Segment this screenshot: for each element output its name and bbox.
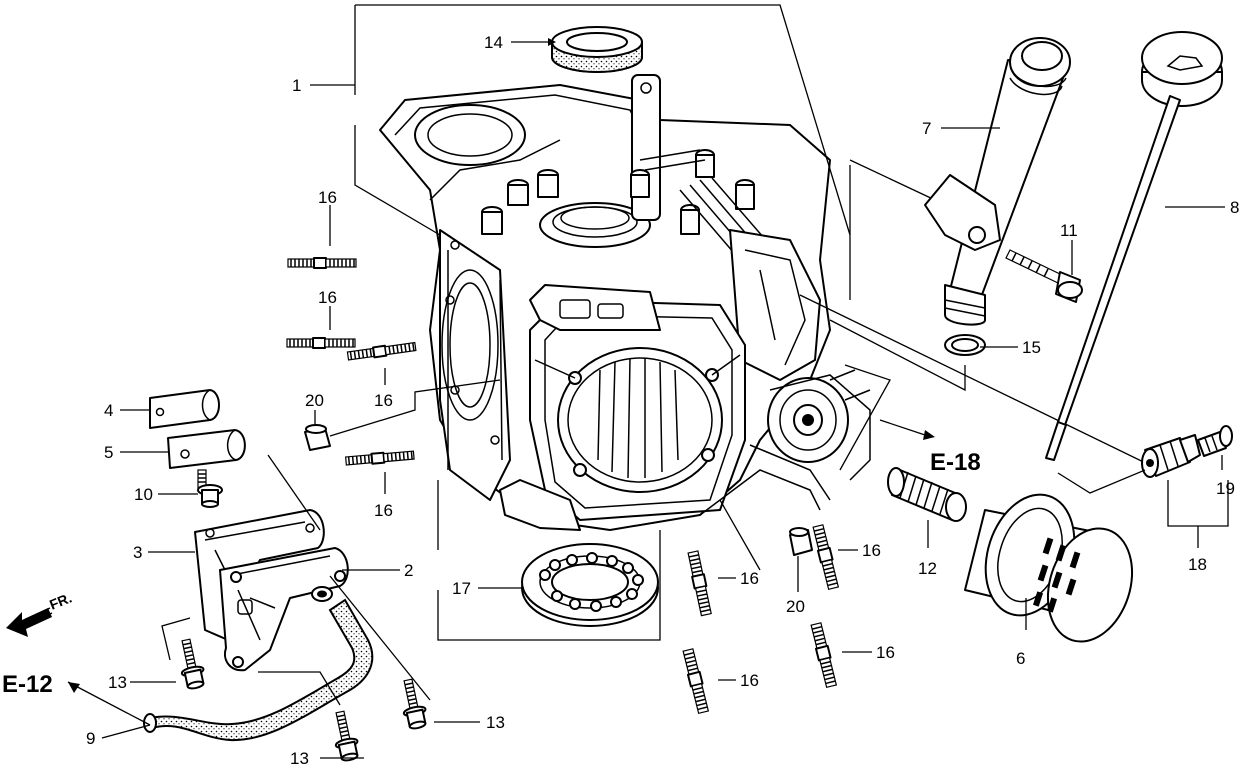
crankcase (379, 74, 871, 531)
callout-16-g: 16 (862, 541, 881, 560)
bolt-13-c (328, 708, 362, 764)
callout-19: 19 (1216, 479, 1235, 498)
oil-seal (551, 26, 643, 73)
oil-pressure-switch (1141, 434, 1201, 478)
callout-16-f: 16 (740, 671, 759, 690)
dowel-pin-left (304, 424, 331, 451)
oil-filler-tube (924, 37, 1071, 326)
callout-12: 12 (918, 559, 937, 578)
dipstick (1045, 31, 1223, 461)
callout-7: 7 (922, 119, 931, 138)
callout-11: 11 (1060, 221, 1078, 240)
filter-nipple (887, 467, 967, 522)
callout-10: 10 (134, 485, 153, 504)
bracket-2 (219, 547, 349, 672)
callout-20-a: 20 (305, 391, 324, 410)
bolt-13-b (396, 676, 430, 732)
front-direction-arrow: FR. (6, 589, 74, 637)
stud-6 (681, 647, 711, 715)
stud-3 (346, 340, 418, 362)
callout-16-b: 16 (318, 288, 337, 307)
callout-16-a: 16 (318, 188, 337, 207)
callout-16-d: 16 (374, 501, 393, 520)
callout-8: 8 (1230, 198, 1239, 217)
callout-2: 2 (404, 561, 413, 580)
callout-17: 17 (452, 579, 471, 598)
callout-6: 6 (1016, 649, 1025, 668)
callout-16-e: 16 (740, 569, 759, 588)
reference-e12: E-12 (2, 671, 53, 698)
callout-18: 18 (1188, 555, 1207, 574)
callout-16-h: 16 (876, 643, 895, 662)
ball-bearing (521, 543, 659, 627)
stud-2 (286, 337, 356, 349)
front-label: FR. (47, 589, 74, 612)
callout-16-c: 16 (374, 391, 393, 410)
stud-5 (686, 549, 714, 617)
callout-13-c: 13 (290, 749, 309, 768)
bolt-11 (1005, 249, 1083, 303)
hose (143, 586, 374, 742)
callout-9: 9 (86, 729, 95, 748)
callout-1: 1 (292, 76, 301, 95)
callout-13-b: 13 (486, 713, 505, 732)
callout-3: 3 (133, 543, 142, 562)
bolt-10 (197, 469, 223, 508)
oil-filter (964, 493, 1134, 643)
stud-1 (287, 257, 357, 269)
callout-20-b: 20 (786, 597, 805, 616)
cover-plate-5 (167, 429, 246, 469)
stud-4 (344, 449, 416, 467)
group-boundary-lines (354, 4, 1161, 641)
leader-lines (67, 38, 1229, 759)
o-ring (944, 334, 986, 356)
callout-labels: 1 2 3 4 5 6 7 8 9 10 11 12 13 13 13 14 1… (86, 33, 1239, 768)
switch-terminal (1197, 425, 1233, 457)
callout-14: 14 (484, 33, 503, 52)
stud-7 (811, 523, 841, 591)
cover-plate-4 (149, 389, 220, 429)
callout-13-a: 13 (108, 673, 127, 692)
reference-e18: E-18 (930, 449, 981, 476)
bolt-13-a (174, 636, 208, 692)
callout-15: 15 (1022, 338, 1041, 357)
callout-4: 4 (104, 401, 113, 420)
dowel-pin-right (789, 527, 813, 556)
stud-8 (809, 621, 839, 689)
callout-5: 5 (104, 443, 113, 462)
